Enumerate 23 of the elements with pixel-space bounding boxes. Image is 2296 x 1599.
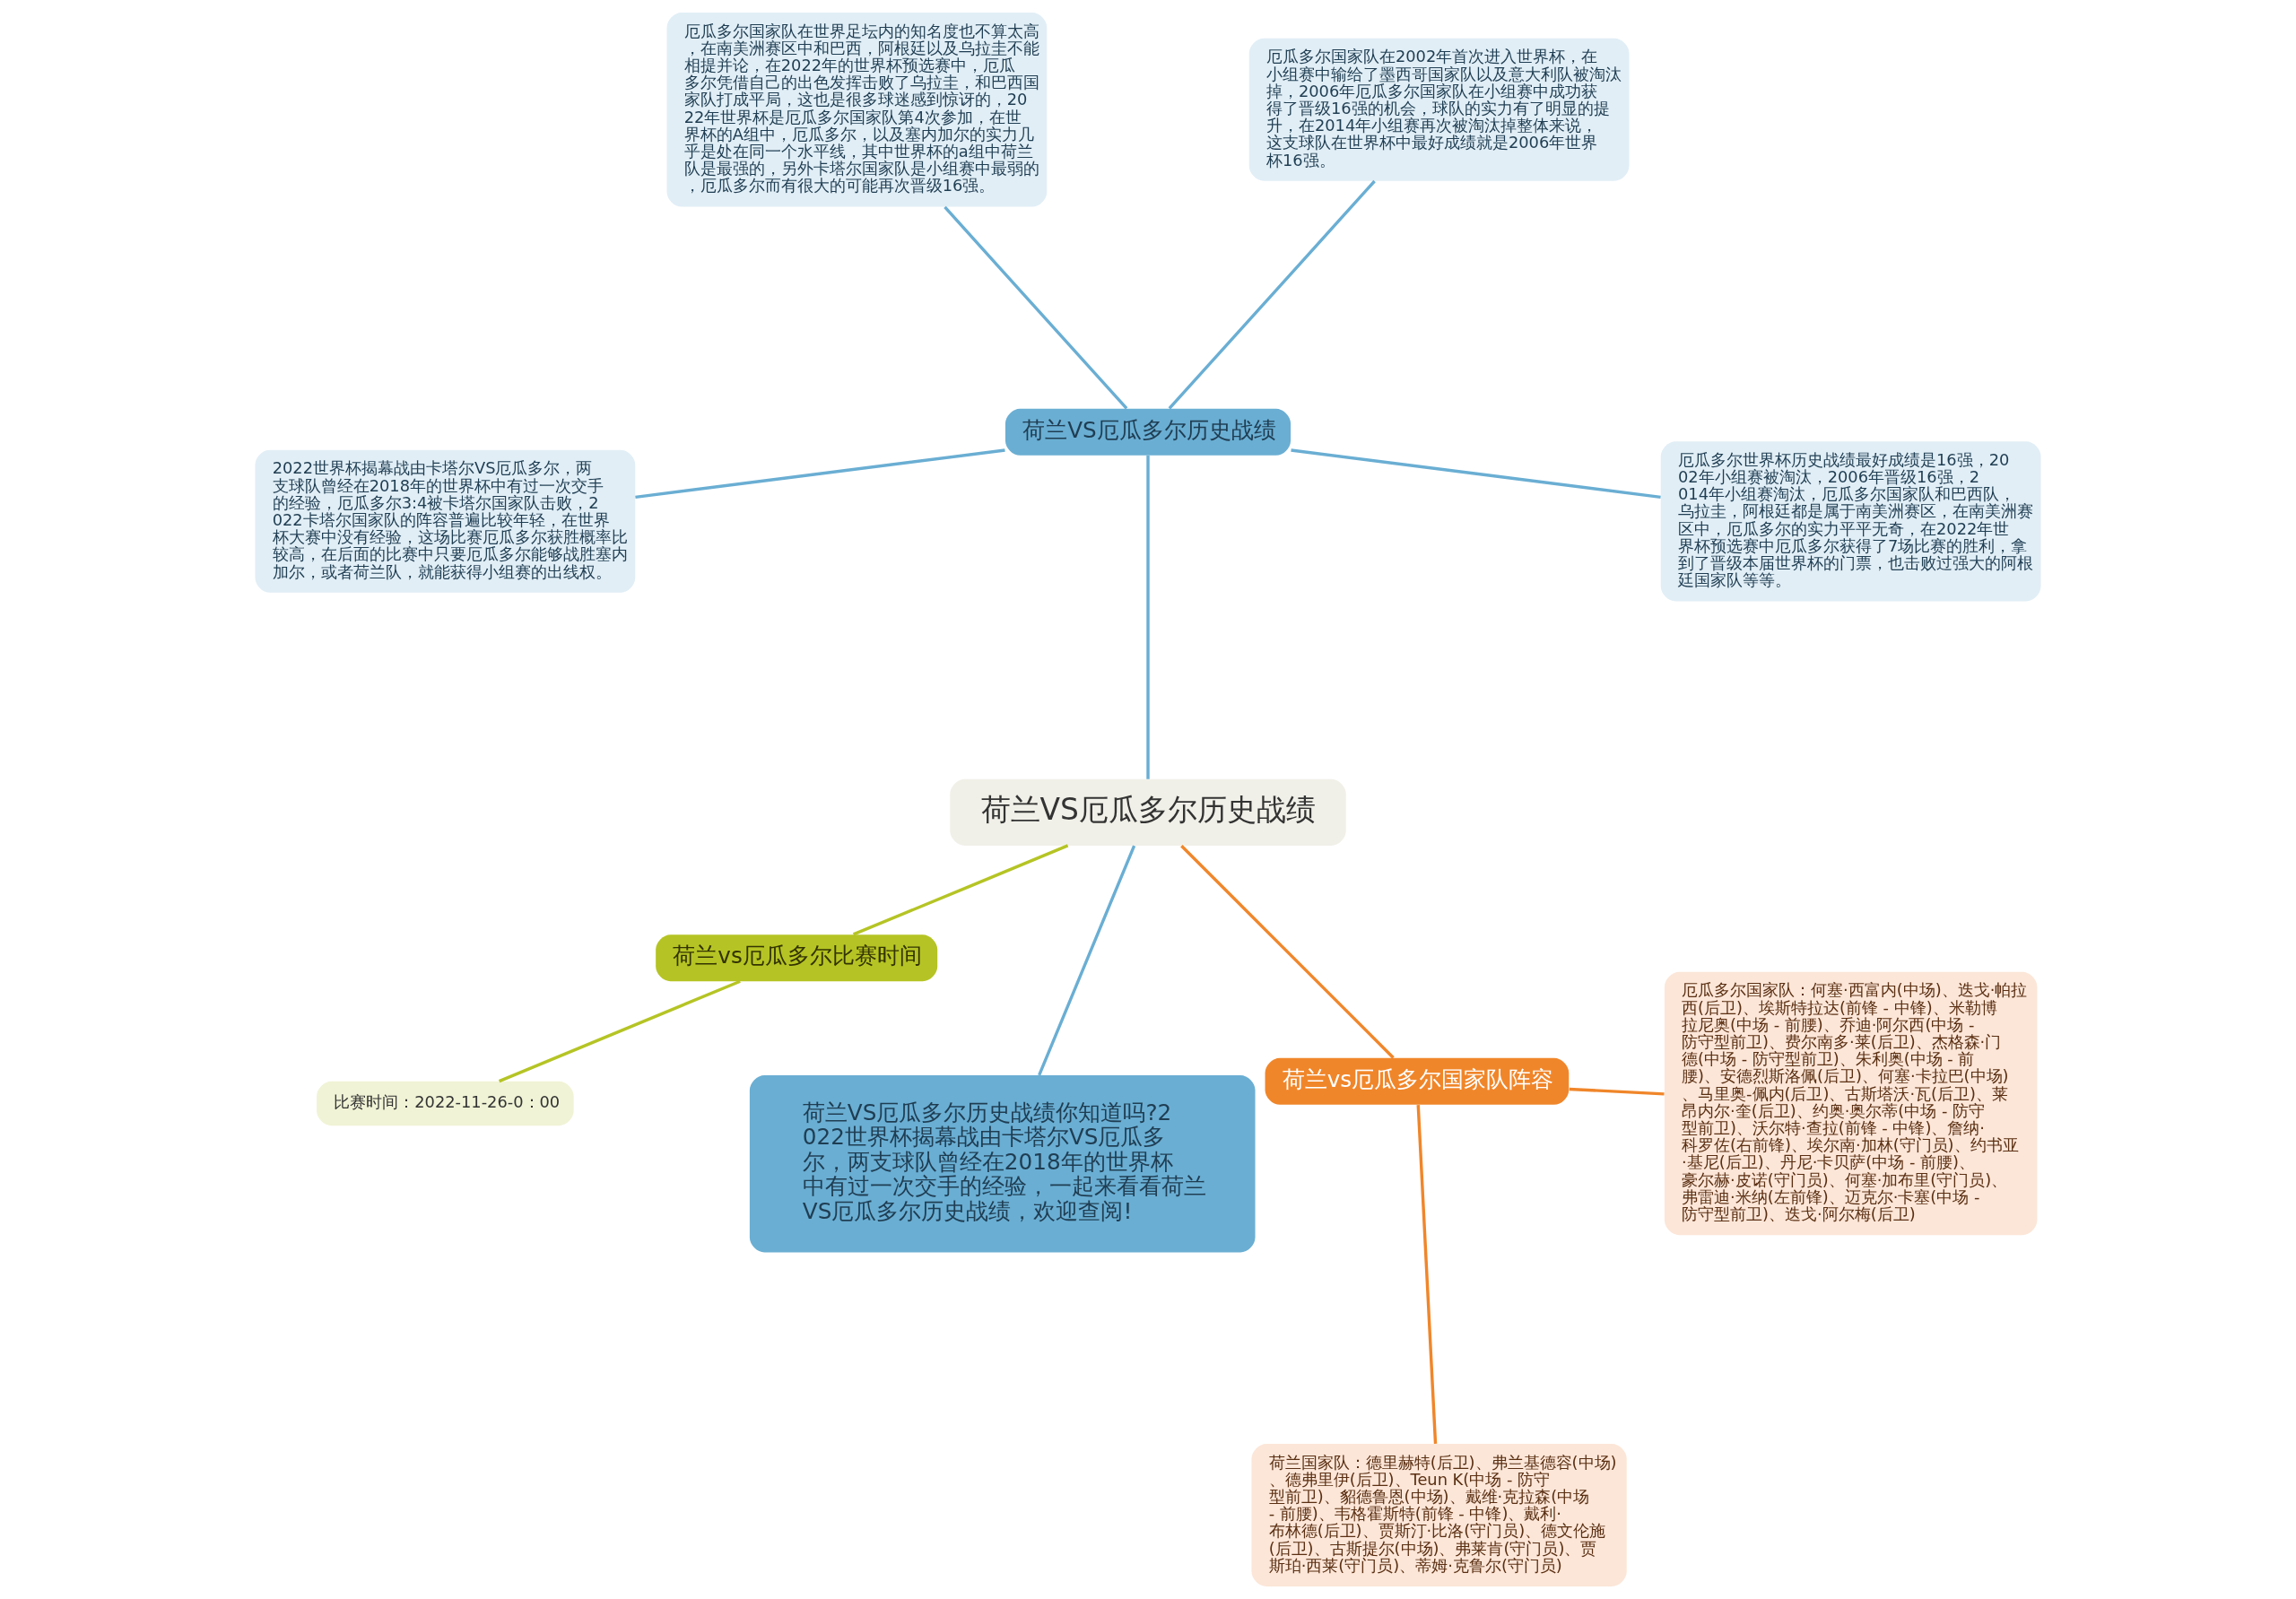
connector (635, 448, 1005, 500)
node-box: 荷兰VS厄瓜多尔历史战绩 (1004, 408, 1292, 456)
connector (1569, 1087, 1665, 1096)
node-box: 厄瓜多尔国家队：何塞·西富内(中场)、迭戈·帕拉西(后卫)、埃斯特拉达(前锋 - 中锋)、米勒博拉尼奥(中场 - 前腰)、乔迪·阿尔西(中场 - 防守型前卫)、费尔南多·莱(后卫)、杰格森·门德(中场 - 防守型前卫)、朱利奥(中场 - 前腰)、安德烈斯洛佩(后卫)、何塞·卡拉巴(中场)、马里奥-佩内(后卫)、古斯塔沃·瓦(后卫)、莱昂内尔·奎(后卫)、约奥·奥尔蒂(中场 - 防守型前卫)、沃尔特·查拉(前锋 - 中锋)、詹纳·科罗佐(右前锋)、埃尔南·加林(守门员)、约书亚·基尼(后卫)、丹尼·卡贝萨(中场 - 前腰)、豪尔赫·皮诺(守门员)、何塞·加布里(守门员)、弗雷迪·米纳(左前锋)、迈克尔·卡塞(中场 - 防守型前卫)、迭戈·阿尔梅(后卫) (1664, 971, 2038, 1236)
connector (1180, 845, 1395, 1059)
connector (1416, 1105, 1438, 1444)
connector (1038, 845, 1136, 1076)
node-box: 荷兰vs厄瓜多尔国家队阵容 (1265, 1057, 1570, 1105)
connector (1291, 448, 1661, 500)
connector (944, 205, 1128, 410)
node-box: 荷兰VS厄瓜多尔历史战绩你知道吗?2022世界杯揭幕战由卡塔尔VS厄瓜多尔，两支球队曾经在2018年的世界杯中有过一次交手的经验，一起来看看荷兰VS厄瓜多尔历史战绩，欢迎查阅! (749, 1075, 1256, 1253)
node-box: 厄瓜多尔国家队在2002年首次进入世界杯，在小组赛中输给了墨西哥国家队以及意大利队被淘汰掉，2006年厄瓜多尔国家队在小组赛中成功获得了晋级16强的机会，球队的实力有了明显的提升，在2014年小组赛再次被淘汰掉整体来说，这支球队在世界杯中最好成绩就是2006年世界杯16强。 (1248, 38, 1630, 181)
node-box: 荷兰国家队：德里赫特(后卫)、弗兰基德容(中场)、德弗里伊(后卫)、Teun K(中场 - 防守型前卫)、貂德鲁恩(中场)、戴维·克拉森(中场 - 前腰)、韦格霍斯特(前锋 - 中锋)、戴利·布林德(后卫)、贾斯汀·比洛(守门员)、德文伦施(后卫)、古斯提尔(中场)、弗莱肯(守门员)、贾斯珀·西莱(守门员)、蒂姆·克鲁尔(守门员) (1251, 1444, 1627, 1587)
node-box: 比赛时间：2022-11-26-0：00 (317, 1081, 574, 1126)
connector (498, 979, 741, 1083)
node-box: 荷兰VS厄瓜多尔历史战绩 (950, 778, 1346, 846)
node-box: 2022世界杯揭幕战由卡塔尔VS厄瓜多尔，两支球队曾经在2018年的世界杯中有过一次交手的经验，厄瓜多尔3:4被卡塔尔国家队击败，2022卡塔尔国家队的阵容普遍比较年轻，在世界杯大赛中没有经验，这场比赛厄瓜多尔获胜概率比较高，在后面的比赛中只要厄瓜多尔能够战胜塞内加尔，或者荷兰队，就能获得小组赛的出线权。 (255, 449, 636, 593)
connector (1146, 456, 1150, 779)
connector (852, 844, 1069, 936)
node-box: 厄瓜多尔国家队在世界足坛内的知名度也不算太高，在南美洲赛区中和巴西，阿根廷以及乌拉圭不能相提并论，在2022年的世界杯预选赛中，厄瓜多尔凭借自己的出色发挥击败了乌拉圭，和巴西国家队打成平局，这也是很多球迷感到惊讶的，2022年世界杯是厄瓜多尔国家队第4次参加，在世界杯的A组中，厄瓜多尔，以及塞内加尔的实力几乎是处在同一个水平线，其中世界杯的a组中荷兰队是最强的，另外卡塔尔国家队是小组赛中最弱的，厄瓜多尔而有很大的可能再次晋级16强。 (666, 12, 1048, 207)
connector (1168, 179, 1376, 410)
node-box: 荷兰vs厄瓜多尔比赛时间 (656, 934, 938, 982)
node-box: 厄瓜多尔世界杯历史战绩最好成绩是16强，2002年小组赛被淘汰，2006年晋级16强，2014年小组赛淘汰，厄瓜多尔国家队和巴西队，乌拉圭，阿根廷都是属于南美洲赛区，在南美洲赛区中，厄瓜多尔的实力平平无奇，在2022年世界杯预选赛中厄瓜多尔获得了7场比赛的胜利，拿到了晋级本届世界杯的门票，也击败过强大的阿根廷国家队等等。 (1660, 441, 2041, 602)
